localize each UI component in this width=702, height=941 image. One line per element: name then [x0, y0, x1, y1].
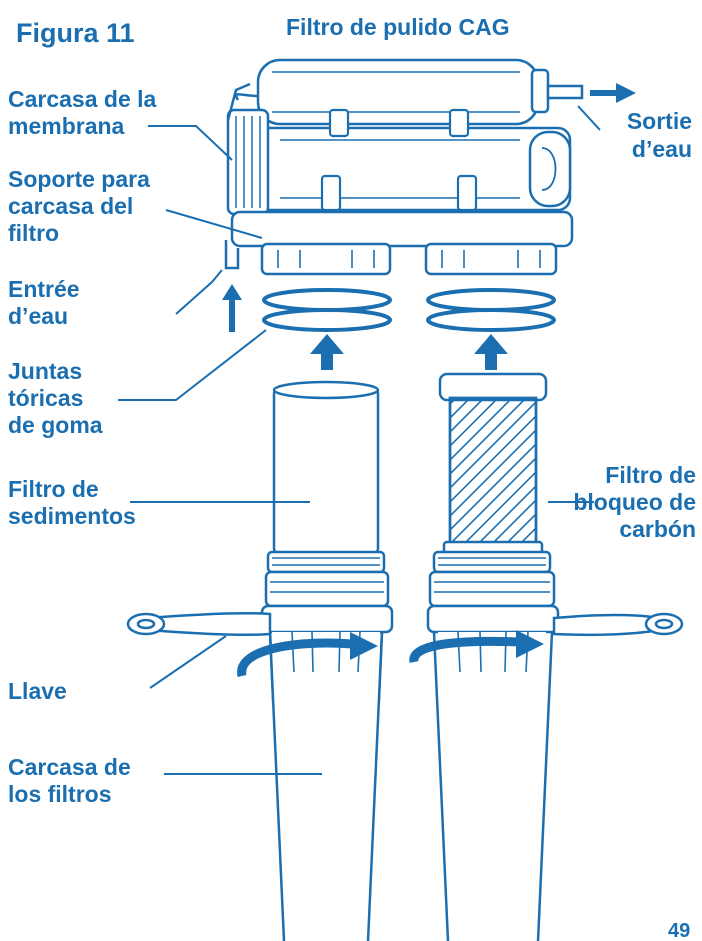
label-carbon-line2: bloqueo de: [573, 489, 696, 515]
label-orings-line3: de goma: [8, 412, 103, 438]
label-sediment-line1: Filtro de: [8, 476, 99, 502]
wrench: [126, 611, 684, 637]
water-flow-arrows: [222, 83, 636, 370]
label-bracket-line3: filtro: [8, 220, 60, 246]
clips: [320, 108, 478, 212]
page-number: 49: [668, 920, 691, 941]
polishing-filter: [234, 58, 584, 126]
label-sediment-line2: sedimentos: [8, 503, 136, 529]
label-membrane-housing-line2: membrana: [8, 113, 125, 139]
label-carbon-line3: carbón: [619, 516, 696, 542]
label-membrane-housing-line1: Carcasa de la: [8, 86, 157, 112]
carbon-block-filter: [438, 372, 548, 558]
filter-housings: [260, 550, 560, 941]
label-carbon-line1: Filtro de: [605, 462, 696, 488]
label-polishing-filter: Filtro de pulido CAG: [286, 14, 510, 40]
label-wrench: Llave: [8, 678, 67, 704]
label-orings-line2: tóricas: [8, 385, 84, 411]
filter-housing-bracket: [224, 210, 574, 276]
rotation-arrows: [237, 630, 544, 677]
label-housings-line2: los filtros: [8, 781, 112, 807]
leader-lines: [118, 105, 601, 775]
label-housings-line1: Carcasa de: [8, 754, 131, 780]
figure-title: Figura 11: [16, 18, 135, 48]
label-water-inlet-line2: d’eau: [8, 303, 69, 329]
rubber-o-rings: [262, 288, 556, 332]
label-orings-line1: Juntas: [8, 358, 83, 384]
label-bracket-line1: Soporte para: [8, 166, 150, 192]
label-water-outlet-line2: d’eau: [631, 136, 692, 162]
sediment-filter: [272, 380, 380, 558]
label-bracket-line2: carcasa del: [8, 193, 134, 219]
label-water-outlet-line1: Sortie: [626, 108, 692, 134]
label-water-inlet-line1: Entrée: [8, 276, 80, 302]
